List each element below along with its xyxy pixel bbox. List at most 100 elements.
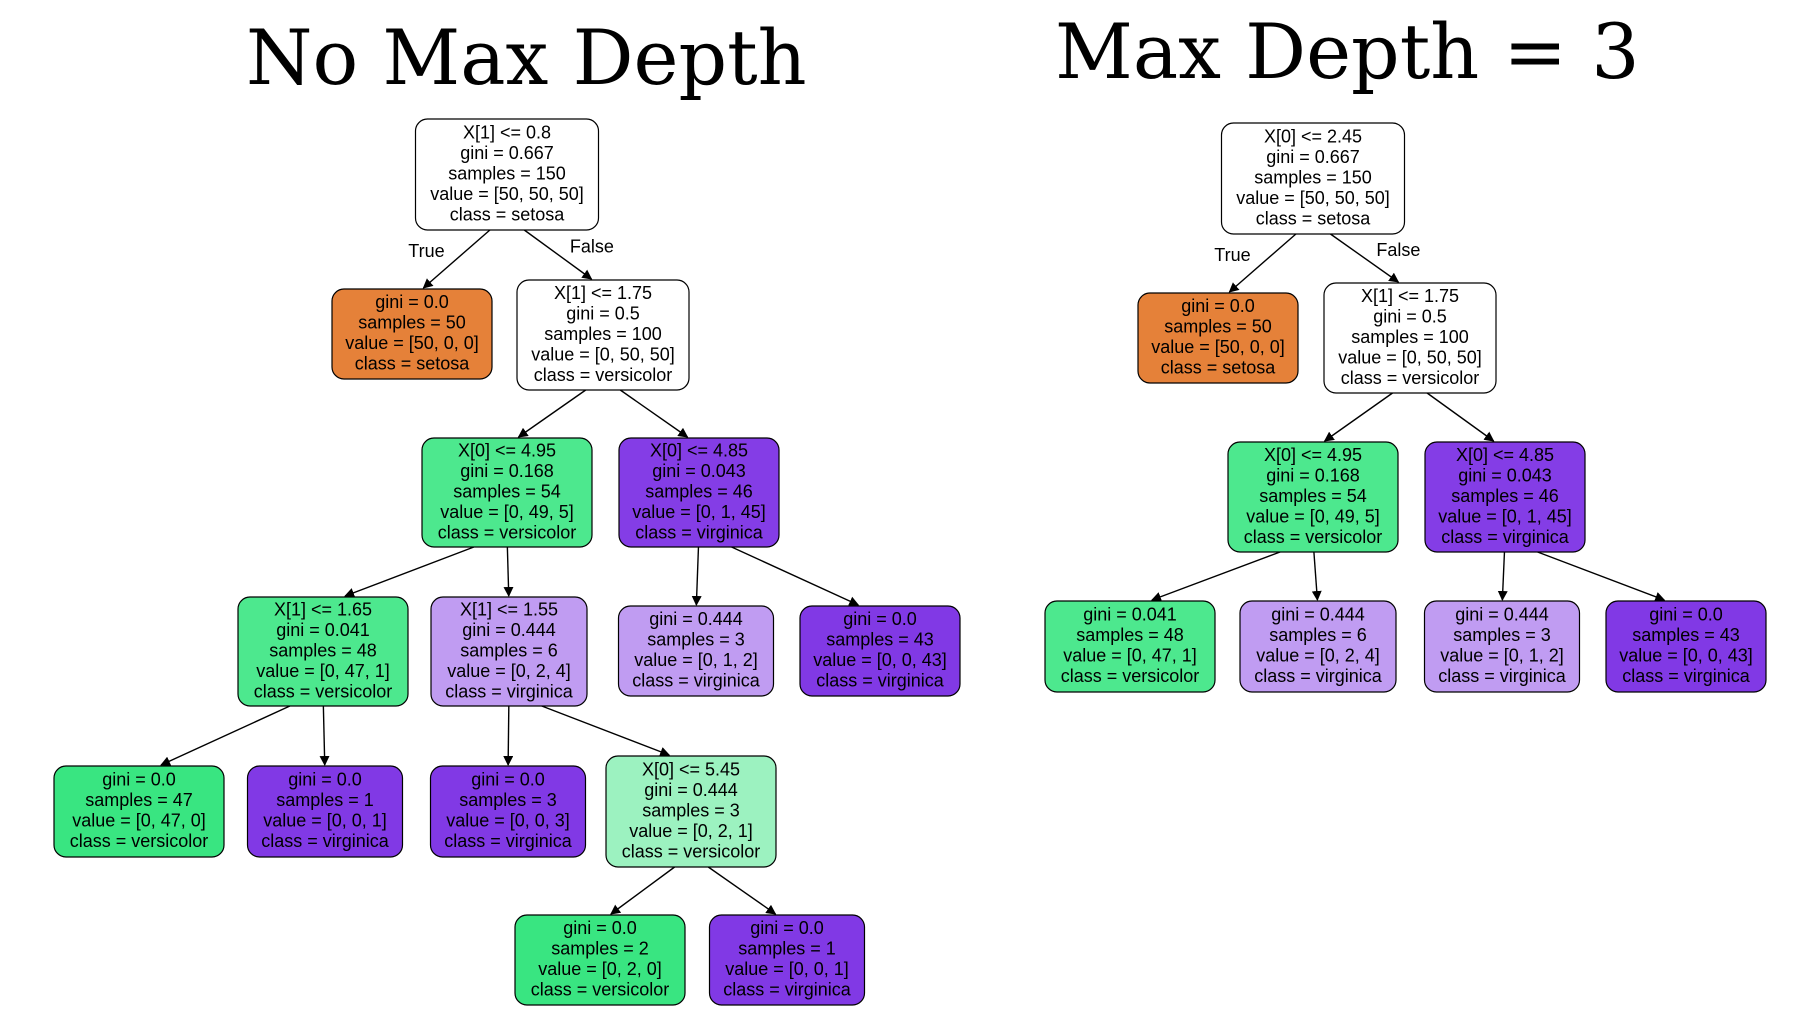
node-line: X[0] <= 2.45 <box>1264 126 1362 146</box>
node-line: class = setosa <box>1161 358 1277 378</box>
edge-label-true: True <box>408 241 444 261</box>
node-line: gini = 0.667 <box>460 143 554 163</box>
node-line: gini = 0.5 <box>566 303 640 323</box>
edge-m2-m4 <box>1426 392 1495 442</box>
node-line: value = [0, 1, 2] <box>1440 646 1564 666</box>
node-box <box>421 437 593 548</box>
node-line: value = [0, 0, 43] <box>813 650 947 670</box>
node-line: samples = 3 <box>459 790 557 810</box>
edge-n12-n13 <box>610 866 676 915</box>
node-line: samples = 54 <box>1259 486 1367 506</box>
node-line: class = versicolor <box>1244 527 1383 547</box>
node-line: X[0] <= 4.95 <box>1264 445 1362 465</box>
node-box <box>331 288 493 380</box>
node-box <box>429 765 587 858</box>
edge-label-true: True <box>1214 245 1250 265</box>
node-line: samples = 47 <box>85 790 193 810</box>
node-line: samples = 46 <box>1451 486 1559 506</box>
node-line: gini = 0.168 <box>1266 465 1360 485</box>
node-line: X[0] <= 4.85 <box>1456 445 1554 465</box>
node-line: class = versicolor <box>531 980 670 1000</box>
node-box <box>1239 600 1397 693</box>
node-line: samples = 50 <box>1164 317 1272 337</box>
node-line: gini = 0.0 <box>1181 296 1255 316</box>
edge-n4-n7 <box>691 546 702 606</box>
node-line: samples = 100 <box>1351 327 1469 347</box>
node-line: value = [0, 50, 50] <box>531 344 675 364</box>
node-line: X[0] <= 4.95 <box>458 440 556 460</box>
node-line: samples = 1 <box>738 939 836 959</box>
node-line: class = setosa <box>1256 208 1372 228</box>
node-line: class = setosa <box>355 354 471 374</box>
node-line: class = versicolor <box>70 831 209 851</box>
node-line: samples = 46 <box>645 481 753 501</box>
node-line: gini = 0.0 <box>563 918 637 938</box>
node-box <box>246 765 404 858</box>
node-box <box>1044 600 1216 693</box>
edge-m0-m2 <box>1330 233 1400 283</box>
node-box <box>618 437 780 548</box>
edge-n3-n6 <box>503 546 514 597</box>
node-line: gini = 0.444 <box>1271 605 1365 625</box>
edge-n0-n1 <box>422 229 491 289</box>
edge-m3-m6 <box>1311 551 1322 601</box>
edge-m3-m5 <box>1151 551 1281 602</box>
edge-m2-m3 <box>1323 392 1393 442</box>
node-line: class = virginica <box>635 522 764 542</box>
node-line: X[1] <= 1.65 <box>274 599 372 619</box>
node-line: class = virginica <box>261 831 390 851</box>
node-line: X[1] <= 0.8 <box>463 122 551 142</box>
node-line: samples = 54 <box>453 481 561 501</box>
node-box <box>1323 282 1497 394</box>
node-line: gini = 0.0 <box>102 770 176 790</box>
node-line: value = [0, 2, 4] <box>447 661 571 681</box>
node-box <box>1227 441 1399 553</box>
node-line: value = [0, 1, 45] <box>632 502 766 522</box>
node-box <box>617 605 775 697</box>
node-line: gini = 0.444 <box>649 609 743 629</box>
node-line: value = [50, 50, 50] <box>1236 188 1390 208</box>
node-line: gini = 0.444 <box>1455 605 1549 625</box>
edge-n6-n12 <box>541 705 671 757</box>
node-line: samples = 6 <box>1269 625 1367 645</box>
node-box <box>1423 600 1581 693</box>
node-line: gini = 0.043 <box>652 461 746 481</box>
node-line: value = [0, 0, 43] <box>1619 646 1753 666</box>
node-box <box>1137 292 1299 384</box>
node-line: value = [0, 47, 1] <box>1063 646 1197 666</box>
node-line: value = [0, 49, 5] <box>1246 506 1380 526</box>
node-line: gini = 0.0 <box>1649 605 1723 625</box>
node-line: class = virginica <box>1254 666 1383 686</box>
node-line: X[1] <= 1.55 <box>460 599 558 619</box>
edge-n5-n10 <box>319 705 330 766</box>
node-line: samples = 48 <box>269 640 377 660</box>
node-line: class = versicolor <box>438 522 577 542</box>
node-line: gini = 0.5 <box>1373 306 1447 326</box>
node-box <box>1220 122 1406 235</box>
node-box <box>1605 600 1767 693</box>
node-line: class = setosa <box>450 204 566 224</box>
node-box <box>516 279 690 391</box>
node-line: class = virginica <box>816 671 945 691</box>
node-line: gini = 0.0 <box>471 770 545 790</box>
node-line: class = versicolor <box>254 681 393 701</box>
edge-n4-n8 <box>731 546 860 606</box>
edge-n3-n5 <box>344 546 475 598</box>
node-line: class = virginica <box>1622 666 1751 686</box>
node-line: value = [0, 0, 1] <box>263 811 387 831</box>
node-line: value = [0, 2, 0] <box>538 959 662 979</box>
node-line: value = [0, 49, 5] <box>440 502 574 522</box>
